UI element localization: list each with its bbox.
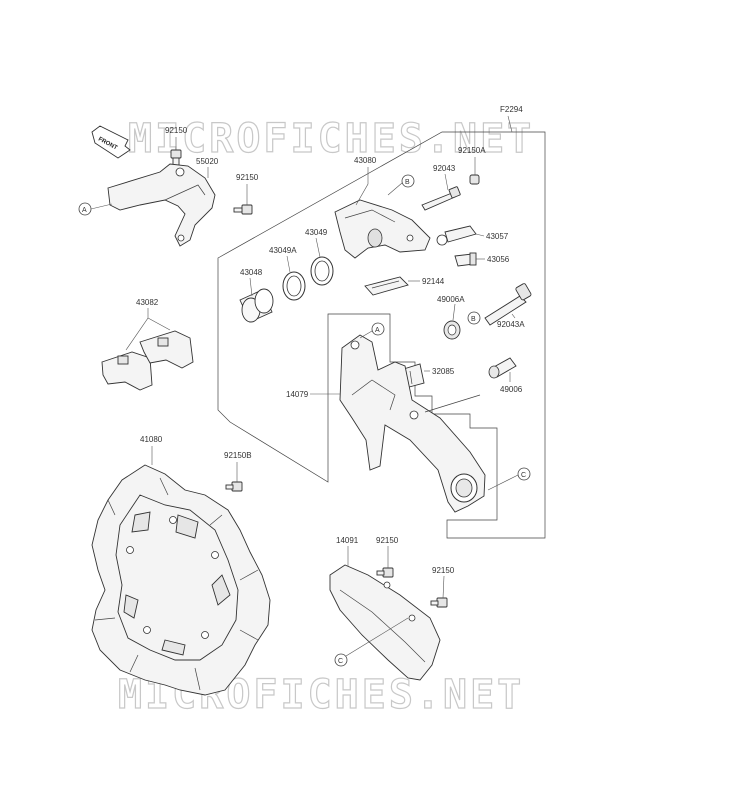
spring-92144: [364, 276, 409, 296]
piston-43048: [239, 288, 274, 323]
label-92150-mid: 92150: [236, 173, 259, 182]
bolt-92150B: [225, 481, 243, 492]
bushing-49006: [488, 357, 517, 379]
label-32085: 32085: [432, 367, 455, 376]
label-92150-top: 92150: [165, 126, 188, 135]
bleeder-43057: [436, 225, 477, 246]
label-43082: 43082: [136, 298, 159, 307]
callout-c-bracket: [517, 467, 531, 481]
callout-b-pin: [467, 311, 481, 325]
label-92150B: 92150B: [224, 451, 252, 460]
callout-a-bracket2: [371, 322, 385, 336]
label-55020: 55020: [196, 157, 219, 166]
bushing-49006A: [443, 320, 461, 340]
label-43049: 43049: [305, 228, 328, 237]
pin-92043A: [484, 283, 532, 326]
pin-bolt-92043: [421, 186, 461, 211]
label-14091: 14091: [336, 536, 359, 545]
seal-43049A: [282, 271, 306, 301]
bolt-92150-top: [170, 149, 182, 166]
callout-b-caliper-text: B: [405, 179, 410, 186]
label-92043A: 92043A: [497, 320, 525, 329]
bracket-55020: [107, 163, 216, 247]
callout-b-pin-text: B: [471, 316, 476, 323]
callout-c-guard: [334, 653, 348, 667]
label-43048: 43048: [240, 268, 263, 277]
brake-pads-43082: [101, 330, 194, 391]
callout-c-bracket-text: C: [521, 472, 526, 479]
callout-a-bracket2-text: A: [375, 327, 380, 334]
cap-92150A: [469, 174, 480, 185]
label-92150-guard1: 92150: [376, 536, 399, 545]
bolt-92150-guard2: [430, 597, 448, 608]
caliper-43080: [334, 199, 431, 259]
callout-b-caliper: [401, 174, 415, 188]
diagram-code: F2294: [500, 105, 523, 114]
label-92144: 92144: [422, 277, 445, 286]
fitting-43056: [454, 252, 477, 267]
callout-a-bracket-text: A: [82, 207, 87, 214]
label-49006: 49006: [500, 385, 523, 394]
callout-c-guard-text: C: [338, 658, 343, 665]
label-43057: 43057: [486, 232, 509, 241]
label-43056: 43056: [487, 255, 510, 264]
bolt-92150-guard1: [376, 567, 394, 578]
front-arrow-icon: FRONT: [91, 125, 131, 159]
label-14079: 14079: [286, 390, 309, 399]
label-43049A: 43049A: [269, 246, 297, 255]
label-92043: 92043: [433, 164, 456, 173]
label-43080: 43080: [354, 156, 377, 165]
bolt-92150-mid: [233, 204, 253, 215]
watermark-top: MICROFICHES.NET: [128, 116, 534, 162]
brake-disc-41080: [91, 464, 271, 696]
caliper-bracket-14079: [339, 334, 486, 513]
label-92150-guard2: 92150: [432, 566, 455, 575]
disc-guard-14091: [329, 564, 441, 681]
label-41080: 41080: [140, 435, 163, 444]
label-49006A: 49006A: [437, 295, 465, 304]
assembly-outline: [217, 131, 546, 539]
seal-43049: [310, 256, 334, 286]
label-92150A: 92150A: [458, 146, 486, 155]
